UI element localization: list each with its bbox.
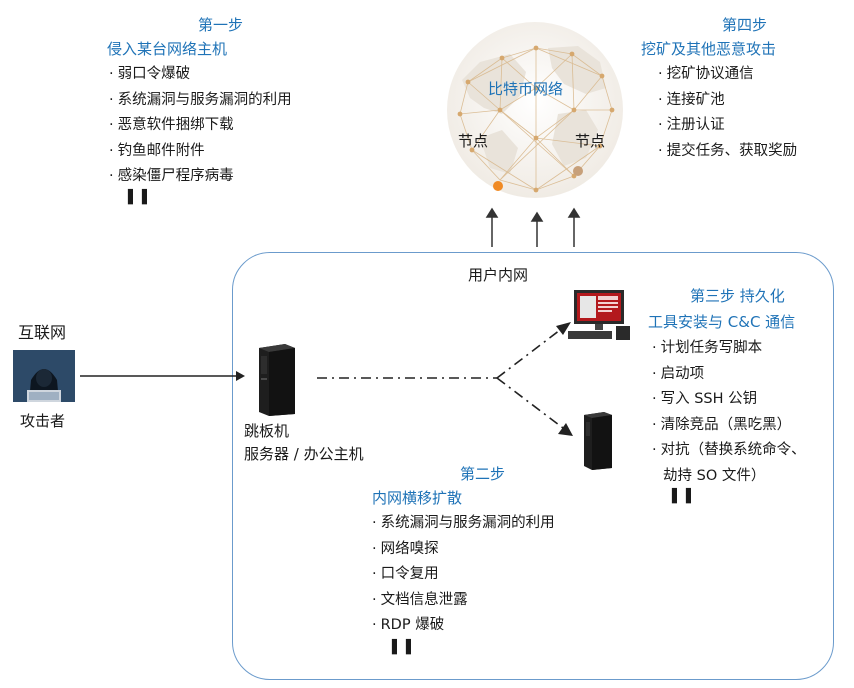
attack-arrow [80, 371, 245, 381]
step2-more: ▌▌ [392, 640, 420, 655]
step3-item-continued: 劫持 SO 文件） [663, 468, 766, 484]
attacker-label: 攻击者 [20, 412, 66, 430]
desktop-tower-icon [584, 412, 612, 470]
step2-list: 系统漏洞与服务漏洞的利用 网络嗅探 口令复用 文档信息泄露 RDP 爆破 [372, 511, 555, 639]
step2-title: 第二步 [460, 465, 506, 483]
bitcoin-network-globe-icon [447, 22, 623, 198]
list-item: 系统漏洞与服务漏洞的利用 [109, 88, 292, 114]
step4-title: 第四步 [722, 16, 768, 34]
list-item: 清除竞品（黑吃黑） [652, 413, 806, 439]
list-item: 恶意软件捆绑下载 [109, 113, 292, 139]
list-item: 口令复用 [372, 562, 555, 588]
list-item: 连接矿池 [658, 88, 797, 114]
list-item: 对抗（替换系统命令、 [652, 438, 806, 464]
upload-arrows [485, 207, 581, 247]
list-item: 启动项 [652, 362, 806, 388]
step3-list: 计划任务写脚本 启动项 写入 SSH 公钥 清除竞品（黑吃黑） 对抗（替换系统命… [652, 336, 806, 464]
intranet-label: 用户内网 [468, 266, 529, 284]
internet-label: 互联网 [18, 323, 67, 342]
list-item: 提交任务、获取奖励 [658, 139, 798, 165]
jump-host-label: 跳板机 [244, 422, 290, 440]
step4-subtitle: 挖矿及其他恶意攻击 [641, 40, 777, 58]
list-item: 挖矿协议通信 [658, 62, 797, 88]
infected-desktop-icon [568, 290, 630, 340]
list-item: 系统漏洞与服务漏洞的利用 [372, 511, 555, 537]
list-item: 弱口令爆破 [109, 62, 292, 88]
step3-more: ▌▌ [672, 489, 700, 504]
hacker-icon [13, 350, 75, 402]
step1-list: 弱口令爆破 系统漏洞与服务漏洞的利用 恶意软件捆绑下载 钓鱼邮件附件 感染僵尸程… [109, 62, 292, 190]
lateral-movement-arrows [317, 322, 573, 436]
step1-more: ▌▌ [128, 190, 156, 205]
list-item: 计划任务写脚本 [652, 336, 806, 362]
list-item: 钓鱼邮件附件 [109, 139, 292, 165]
intranet-box [232, 252, 834, 680]
step1-title: 第一步 [198, 16, 244, 34]
step2-subtitle: 内网横移扩散 [372, 489, 463, 507]
list-item: 感染僵尸程序病毒 [109, 164, 292, 190]
server-tower-icon [259, 344, 295, 416]
list-item: 文档信息泄露 [372, 588, 555, 614]
list-item: 注册认证 [658, 113, 797, 139]
step3-title: 第三步 持久化 [690, 287, 785, 305]
node-right-label: 节点 [575, 132, 606, 150]
list-item: 网络嗅探 [372, 537, 555, 563]
network-label: 比特币网络 [488, 80, 564, 98]
step3-subtitle: 工具安装与 C&C 通信 [648, 313, 796, 331]
node-left-label: 节点 [458, 132, 489, 150]
jump-host-desc: 服务器 / 办公主机 [244, 445, 364, 463]
list-item: 写入 SSH 公钥 [652, 387, 806, 413]
list-item: RDP 爆破 [372, 613, 555, 639]
step4-list: 挖矿协议通信 连接矿池 注册认证 提交任务、获取奖励 [658, 62, 798, 165]
step1-subtitle: 侵入某台网络主机 [107, 40, 228, 58]
